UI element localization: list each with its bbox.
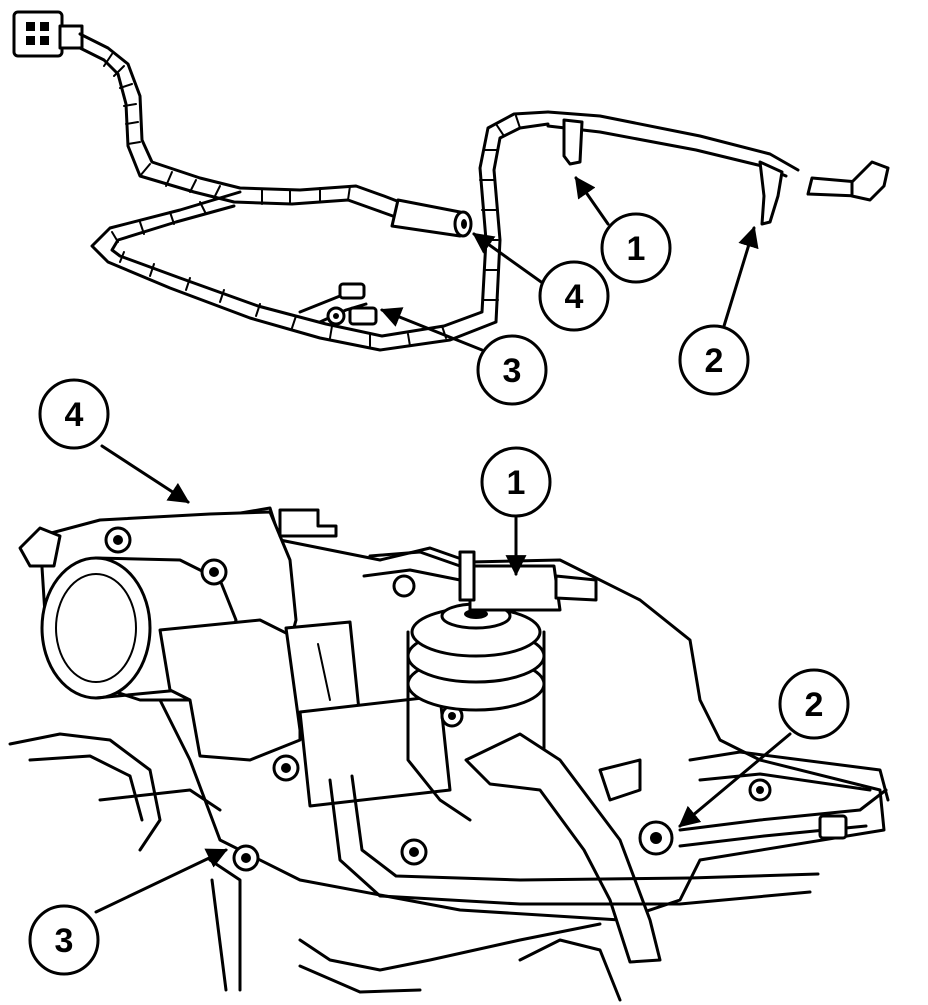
callout-top-3: 3 (476, 334, 548, 406)
callout-bottom-1-label: 1 (507, 464, 526, 502)
mounting-bolts (232, 778, 772, 872)
callout-bottom-3-label: 3 (55, 922, 74, 960)
callout-bottom-1: 1 (480, 446, 552, 518)
callout-top-4: 4 (538, 260, 610, 332)
callout-top-1-label: 1 (627, 230, 646, 268)
callout-leaders-bottom (94, 444, 792, 914)
vacuum-hose-lower (328, 732, 820, 964)
callout-bottom-2: 2 (778, 668, 850, 740)
engine-assembly (8, 444, 890, 1002)
callout-bottom-4-label: 4 (65, 396, 84, 434)
harness-connector (12, 10, 84, 58)
sensor-pigtails-3 (298, 282, 378, 326)
harness-assembly (12, 10, 890, 352)
callout-bottom-2-label: 2 (805, 686, 824, 724)
callout-bottom-4: 4 (38, 378, 110, 450)
egr-pressure-sensor-2 (638, 750, 890, 856)
vacuum-hose-end-4 (390, 198, 473, 238)
callout-leaders-top (380, 176, 759, 352)
callout-top-3-label: 3 (503, 352, 522, 390)
callout-top-4-label: 4 (565, 278, 584, 316)
vacuum-line-right (546, 110, 890, 226)
egr-vacuum-regulator-1 (362, 550, 598, 612)
callout-top-1: 1 (600, 212, 672, 284)
callout-top-2: 2 (678, 324, 750, 396)
callout-bottom-3: 3 (28, 904, 100, 976)
tp-sensor-bracket (158, 618, 464, 808)
callout-top-2-label: 2 (705, 342, 724, 380)
harness-sleeve (78, 32, 550, 352)
